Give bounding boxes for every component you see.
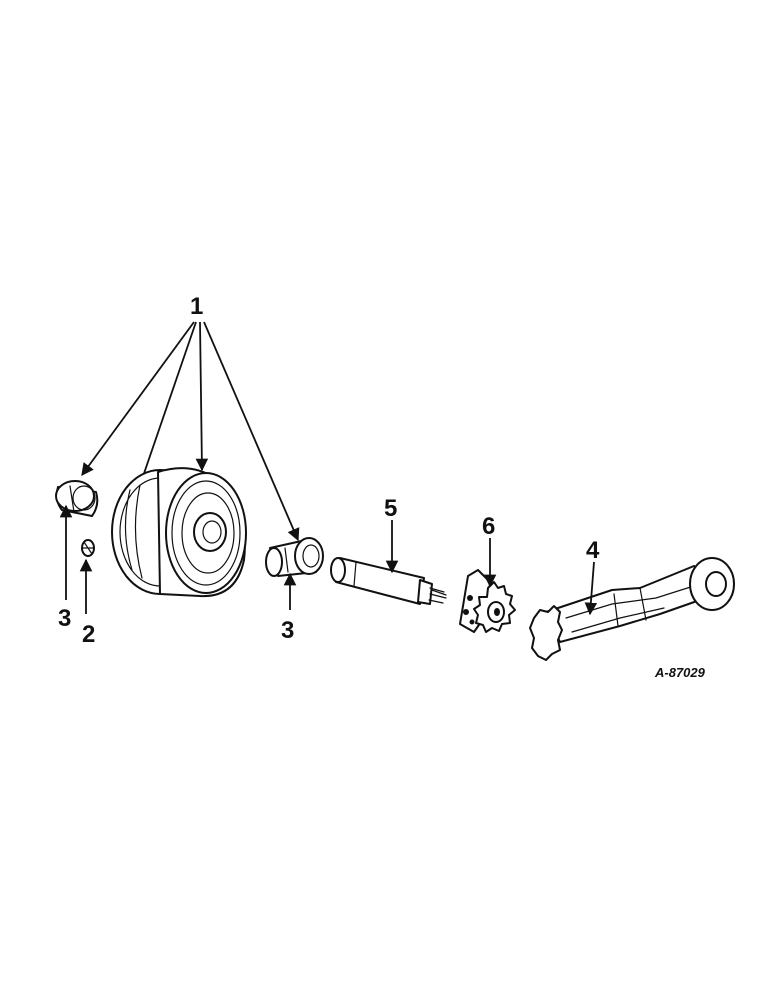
callout-3-left: 3: [58, 605, 71, 632]
grease-fitting: [81, 539, 95, 557]
leader-arrows: [59, 504, 598, 616]
sprocket: [459, 569, 516, 633]
callout-5: 5: [384, 495, 397, 522]
callout-1: 1: [190, 293, 203, 320]
bushing-right: [265, 537, 324, 577]
figure-reference: A-87029: [654, 665, 706, 680]
callout-3-right: 3: [281, 617, 294, 644]
callout-2: 2: [82, 621, 95, 648]
idler-wheel: [111, 467, 247, 598]
idler-arm: [529, 557, 735, 661]
shaft: [330, 557, 447, 605]
callout-4: 4: [586, 537, 600, 564]
callout-6: 6: [482, 513, 495, 540]
bushing-left: [55, 480, 99, 517]
